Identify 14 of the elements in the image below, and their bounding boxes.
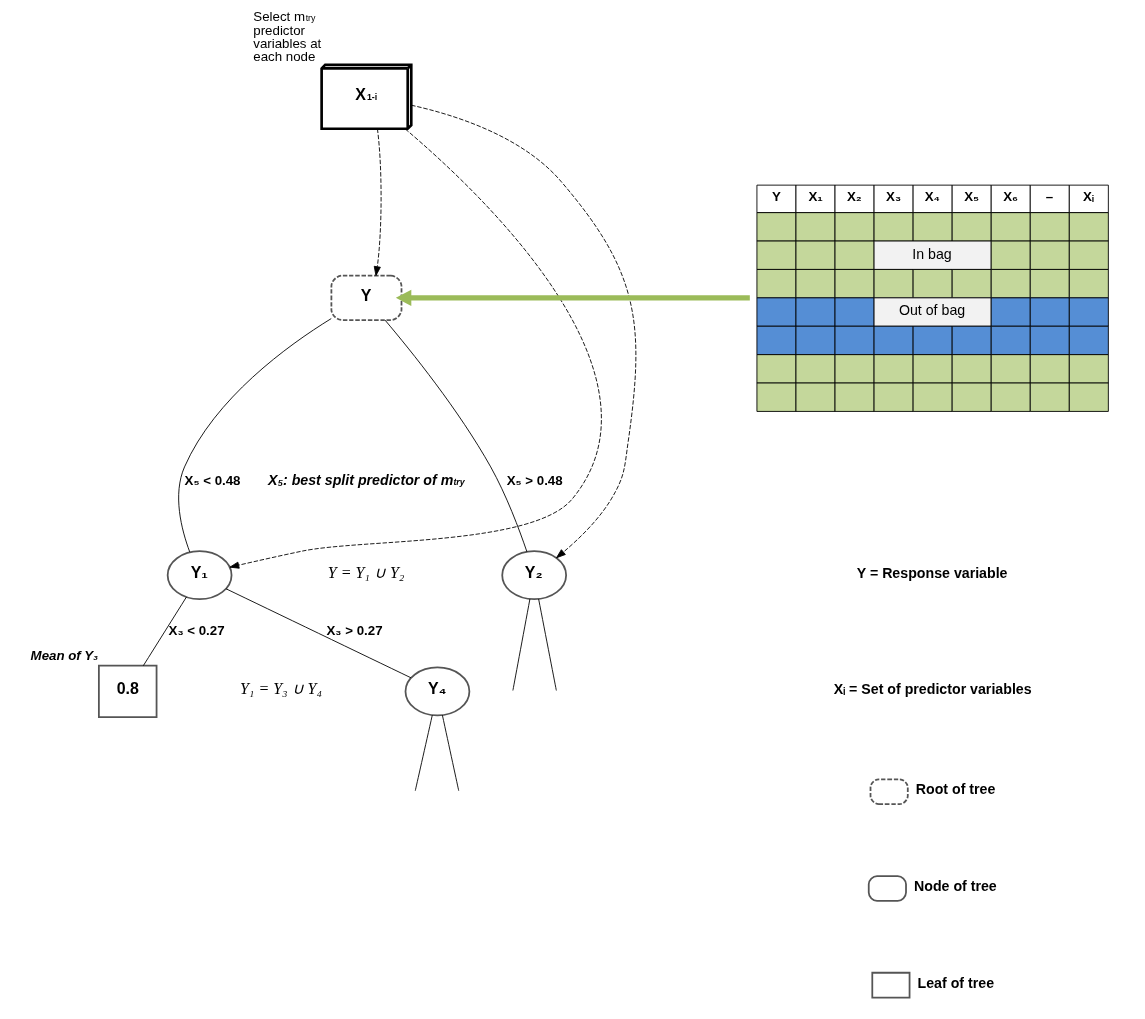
legend-label: Node of tree [913, 877, 997, 894]
edge-label: X₅ < 0.48 [184, 473, 241, 489]
label: Y = Y₁ ∪ Y₂ [327, 564, 404, 582]
label: Y = Response variable [856, 564, 1008, 581]
label: Y₁ = Y₃ ∪ Y₄ [239, 680, 322, 698]
label: Xᵢ = Set of predictor variables [833, 680, 1032, 697]
node-label: Select mtry predictor variables at each node [252, 9, 321, 65]
edge-label: X₃ > 0.27 [326, 622, 383, 638]
legend-label: Leaf of tree [917, 974, 994, 991]
legend-label: Root of tree [915, 781, 995, 798]
edge-label: X₃ < 0.27 [168, 622, 225, 638]
node-label: Mean of Y₃ [30, 648, 98, 664]
label: X₅: best split predictor of mtry [267, 472, 465, 489]
edge-label: X₅ > 0.48 [506, 473, 563, 489]
